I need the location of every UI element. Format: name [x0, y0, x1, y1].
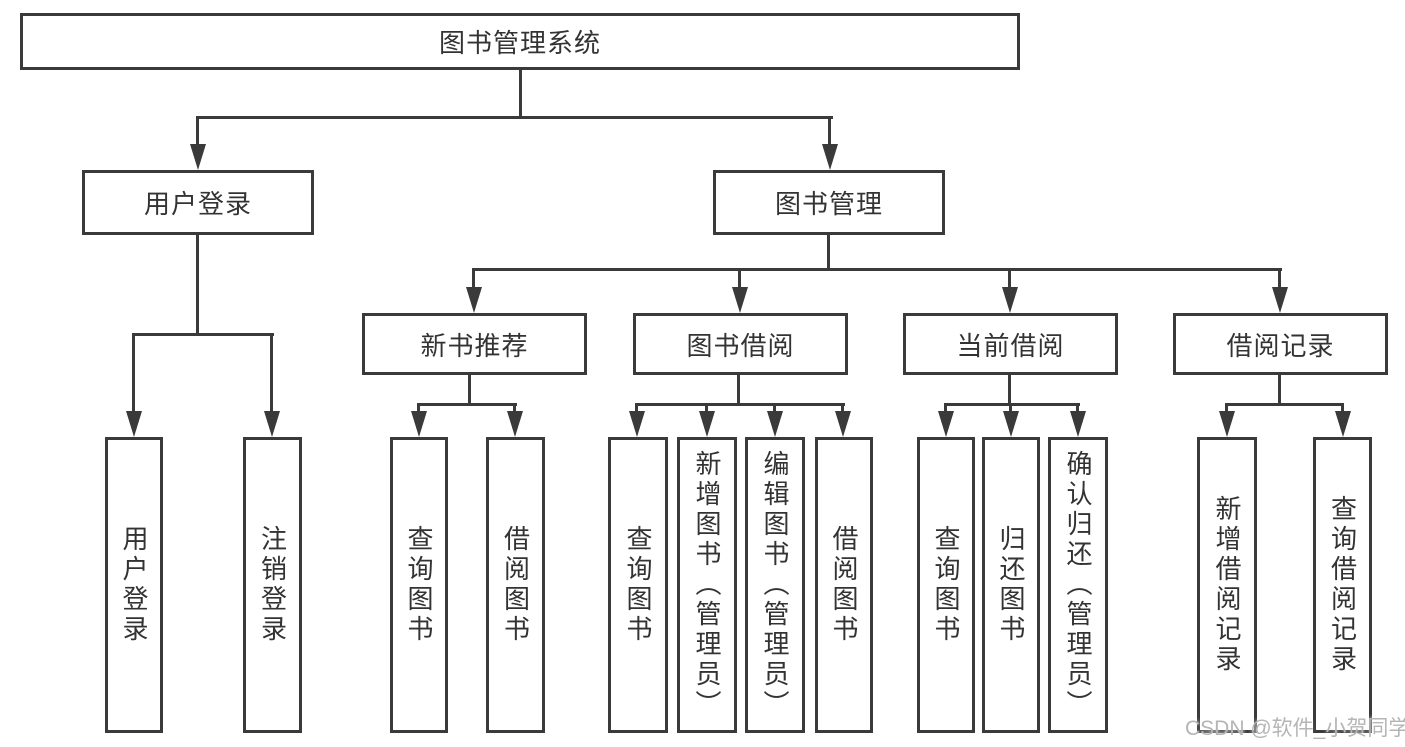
- node-library-management-system: 图书管理系统: [20, 13, 1020, 70]
- node-label: 借阅记录: [1226, 330, 1335, 361]
- node-borrowing-records: 借阅记录: [1173, 313, 1388, 375]
- arrowhead-down-icon: [1335, 411, 1351, 437]
- arrowhead-down-icon: [732, 287, 748, 313]
- connector-line: [196, 235, 199, 335]
- connector-line: [1009, 403, 1012, 417]
- node-current-borrowing: 当前借阅: [903, 313, 1118, 375]
- node-user-login: 用户登录: [82, 170, 314, 235]
- leaf-query-books-borrowing: 查询图书: [608, 437, 668, 733]
- connector-line: [827, 235, 830, 271]
- leaf-add-book-admin: 新增图书（管理员）: [677, 437, 737, 733]
- connector-line: [519, 68, 522, 118]
- leaf-label: 查询图书: [404, 525, 434, 645]
- connector-line: [1076, 403, 1079, 417]
- arrowhead-down-icon: [1272, 287, 1288, 313]
- leaf-label: 查询图书: [931, 525, 961, 645]
- arrowhead-down-icon: [822, 144, 838, 170]
- node-label: 图书借阅: [686, 330, 795, 361]
- connector-line: [635, 403, 638, 417]
- leaf-borrow-books-borrowing: 借阅图书: [815, 437, 873, 733]
- arrowhead-down-icon: [629, 411, 645, 437]
- leaf-confirm-return-admin: 确认归还（管理员）: [1048, 437, 1108, 733]
- arrowhead-down-icon: [507, 411, 523, 437]
- arrowhead-down-icon: [190, 144, 206, 170]
- connector-line: [1278, 268, 1281, 292]
- leaf-query-books-current: 查询图书: [917, 437, 975, 733]
- connector-line: [1008, 268, 1011, 292]
- leaf-user-login: 用户登录: [105, 437, 163, 733]
- connector-line: [1008, 375, 1011, 405]
- connector-line: [1341, 403, 1344, 417]
- leaf-label: 注销登录: [257, 525, 288, 645]
- connector-line: [1225, 403, 1228, 417]
- connector-line: [472, 268, 1282, 271]
- connector-line: [196, 116, 199, 148]
- connector-line: [1278, 375, 1281, 405]
- leaf-label: 新增图书（管理员）: [692, 450, 722, 720]
- arrowhead-down-icon: [126, 411, 142, 437]
- arrowhead-down-icon: [264, 411, 280, 437]
- connector-line: [472, 268, 475, 292]
- leaf-logout: 注销登录: [243, 437, 302, 733]
- node-book-management: 图书管理: [713, 170, 945, 235]
- node-label: 图书管理: [774, 189, 883, 219]
- node-label: 用户登录: [143, 189, 252, 219]
- connector-line: [132, 333, 135, 413]
- connector-line: [196, 116, 833, 119]
- arrowhead-down-icon: [767, 411, 783, 437]
- connector-line: [944, 403, 947, 417]
- connector-line: [513, 403, 516, 417]
- leaf-label: 新增借阅记录: [1212, 495, 1242, 675]
- connector-line: [270, 333, 273, 413]
- csdn-watermark: CSDN @软件_小贺同学: [1185, 717, 1405, 740]
- leaf-label: 借阅图书: [500, 525, 531, 645]
- leaf-query-borrow-record: 查询借阅记录: [1313, 437, 1372, 733]
- connector-line: [773, 403, 776, 417]
- connector-line: [417, 403, 420, 417]
- leaf-label: 编辑图书（管理员）: [760, 450, 790, 720]
- connector-line: [132, 333, 274, 336]
- connector-line: [1225, 403, 1344, 406]
- node-label: 当前借阅: [956, 330, 1065, 361]
- node-new-book-recommendation: 新书推荐: [362, 313, 587, 375]
- leaf-return-book: 归还图书: [982, 437, 1040, 733]
- arrowhead-down-icon: [411, 411, 427, 437]
- node-book-borrowing: 图书借阅: [633, 313, 848, 375]
- arrowhead-down-icon: [466, 287, 482, 313]
- leaf-edit-book-admin: 编辑图书（管理员）: [745, 437, 805, 733]
- leaf-label: 查询图书: [623, 525, 653, 645]
- leaf-query-books-recommend: 查询图书: [390, 437, 448, 733]
- arrowhead-down-icon: [1070, 411, 1086, 437]
- connector-line: [468, 375, 471, 405]
- connector-line: [738, 268, 741, 292]
- connector-line: [635, 403, 845, 406]
- arrowhead-down-icon: [1002, 287, 1018, 313]
- arrowhead-down-icon: [699, 411, 715, 437]
- node-label: 图书管理系统: [438, 28, 601, 58]
- leaf-label: 借阅图书: [829, 525, 859, 645]
- connector-line: [705, 403, 708, 417]
- arrowhead-down-icon: [938, 411, 954, 437]
- arrowhead-down-icon: [1219, 411, 1235, 437]
- connector-line: [737, 375, 740, 405]
- connector-line: [944, 403, 1080, 406]
- leaf-label: 确认归还（管理员）: [1063, 450, 1093, 720]
- connector-line: [828, 116, 831, 148]
- leaf-borrow-books-recommend: 借阅图书: [486, 437, 545, 733]
- leaf-add-borrow-record: 新增借阅记录: [1197, 437, 1257, 733]
- leaf-label: 归还图书: [996, 525, 1026, 645]
- arrowhead-down-icon: [1003, 411, 1019, 437]
- connector-line: [841, 403, 844, 417]
- node-label: 新书推荐: [420, 330, 529, 361]
- arrowhead-down-icon: [835, 411, 851, 437]
- connector-line: [417, 403, 517, 406]
- leaf-label: 查询借阅记录: [1327, 495, 1358, 675]
- leaf-label: 用户登录: [119, 525, 149, 645]
